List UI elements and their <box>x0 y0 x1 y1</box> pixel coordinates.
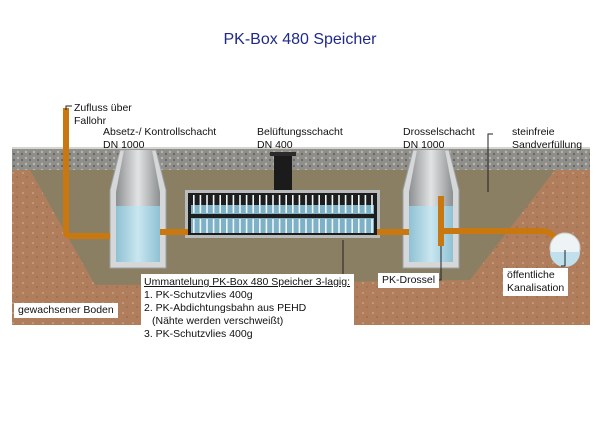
box-rib <box>344 219 347 233</box>
label-public-sewer: öffentliche Kanalisation <box>503 268 569 296</box>
throttle-shaft <box>402 149 460 269</box>
box-rib <box>199 195 202 213</box>
box-rib <box>292 195 294 213</box>
legend-item: 3. PK-Schutzvlies 400g <box>144 328 253 340</box>
box-rib <box>325 195 327 213</box>
label-settling-shaft-line1: Absetz-/ Kontrollschacht <box>103 126 217 138</box>
box-rib <box>245 219 248 233</box>
label-ventilation-shaft: Belüftungsschacht DN 400 <box>257 126 343 152</box>
box-rib <box>278 219 281 233</box>
box-rib <box>219 195 221 213</box>
box-rib <box>358 195 360 213</box>
label-public-sewer-line2: Kanalisation <box>507 282 565 294</box>
label-throttle-shaft: Drosselschacht DN 1000 <box>403 126 475 152</box>
label-ventilation-shaft-line2: DN 400 <box>257 139 293 151</box>
box-rib <box>311 219 314 233</box>
box-rib <box>206 219 208 233</box>
box-rib <box>252 219 254 233</box>
box-rib <box>325 219 327 233</box>
ventilation-shaft <box>274 152 292 190</box>
legend-item: 1. PK-Schutzvlies 400g <box>144 289 253 301</box>
box-rib <box>318 195 320 213</box>
box-rib <box>219 219 221 233</box>
box-rib <box>351 195 353 213</box>
box-rib <box>199 219 202 233</box>
box-rib <box>245 195 248 213</box>
box-rib <box>292 219 294 233</box>
box-rib <box>193 219 195 233</box>
box-rib <box>252 195 254 213</box>
label-settling-shaft: Absetz-/ Kontrollschacht DN 1000 <box>103 126 216 152</box>
box-rib <box>259 219 261 233</box>
legend-heading: Ummantelung PK-Box 480 Speicher 3-lagig: <box>144 276 351 288</box>
box-rib <box>331 219 334 233</box>
label-native-soil: gewachsener Boden <box>14 303 118 318</box>
box-rib <box>331 195 334 213</box>
box-rib <box>371 219 373 233</box>
box-rib <box>259 195 261 213</box>
box-rib <box>298 219 301 233</box>
box-rib <box>344 195 347 213</box>
box-rib <box>371 195 373 213</box>
box-rib <box>239 219 241 233</box>
label-sand-fill: steinfreie Sandverfüllung <box>512 126 582 152</box>
settling-shaft <box>109 149 167 269</box>
box-rib <box>265 219 268 233</box>
legend-item: 2. PK-Abdichtungsbahn aus PEHD <box>144 302 307 314</box>
box-rib <box>364 219 367 233</box>
label-sand-fill-line2: Sandverfüllung <box>512 139 583 151</box>
label-ventilation-shaft-line1: Belüftungsschacht <box>257 126 343 138</box>
label-throttle-shaft-line2: DN 1000 <box>403 139 445 151</box>
box-rib <box>285 195 287 213</box>
label-inflow: Zufluss über Fallohr <box>74 102 132 128</box>
storage-box <box>185 190 380 238</box>
box-rib <box>285 219 287 233</box>
box-rib <box>272 219 274 233</box>
box-rib <box>338 219 340 233</box>
box-rib <box>212 195 215 213</box>
wrapping-legend: Ummantelung PK-Box 480 Speicher 3-lagig:… <box>141 274 355 343</box>
label-public-sewer-line1: öffentliche <box>507 269 555 281</box>
box-rib <box>338 195 340 213</box>
diagram-title: PK-Box 480 Speicher <box>223 31 377 48</box>
box-rib <box>278 195 281 213</box>
box-rib <box>265 195 268 213</box>
box-rib <box>193 195 195 213</box>
label-settling-shaft-line2: DN 1000 <box>103 139 145 151</box>
label-sand-fill-line1: steinfreie <box>512 126 555 138</box>
box-rib <box>358 219 360 233</box>
box-rib <box>226 219 228 233</box>
legend-item-note: (Nähte werden verschweißt) <box>152 315 284 327</box>
box-rib <box>305 195 307 213</box>
box-rib <box>305 219 307 233</box>
box-rib <box>239 195 241 213</box>
box-rib <box>232 219 235 233</box>
label-inflow-line1: Zufluss über <box>74 102 132 114</box>
box-rib <box>298 195 301 213</box>
label-throttle-shaft-line1: Drosselschacht <box>403 126 475 138</box>
box-rib <box>351 219 353 233</box>
box-rib <box>206 195 208 213</box>
box-rib <box>311 195 314 213</box>
box-rib <box>272 195 274 213</box>
box-rib <box>226 195 228 213</box>
box-rib <box>232 195 235 213</box>
label-inflow-line2: Fallohr <box>74 115 107 127</box>
label-throttle: PK-Drossel <box>378 273 440 288</box>
box-rib <box>318 219 320 233</box>
box-rib <box>364 195 367 213</box>
box-rib <box>212 219 215 233</box>
